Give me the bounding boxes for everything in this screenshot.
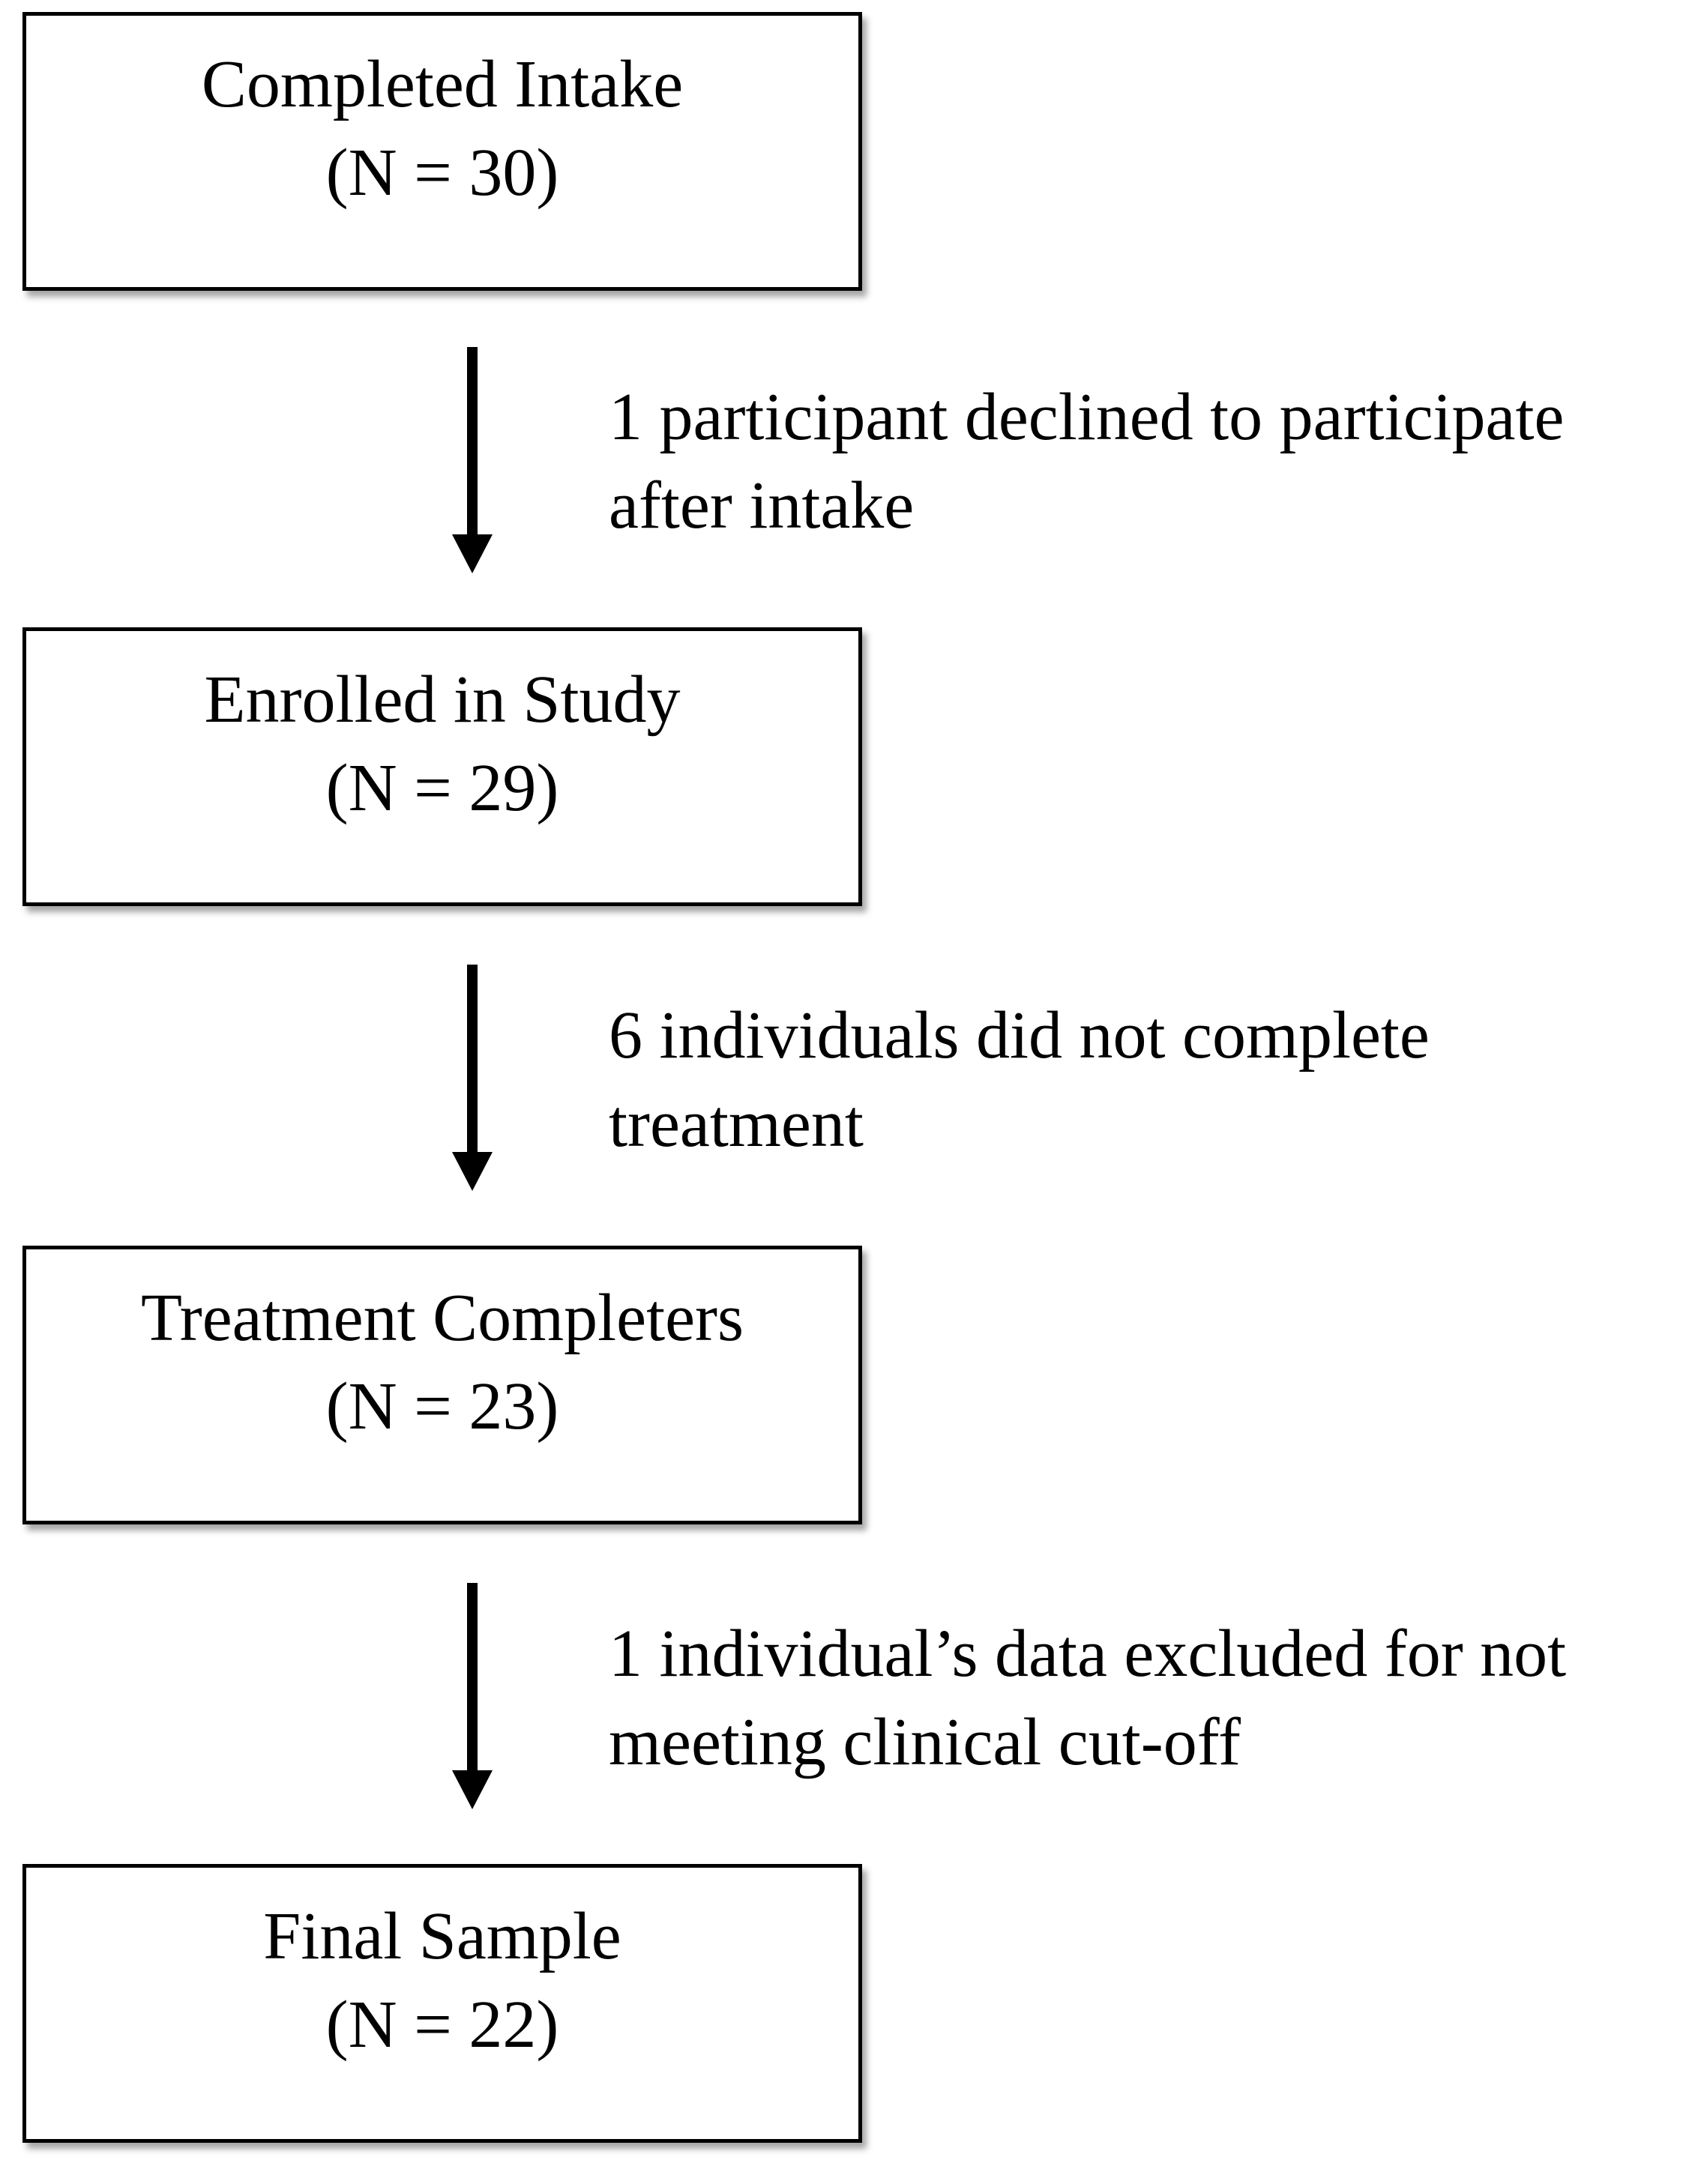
box-title: Enrolled in Study <box>204 663 681 737</box>
flow-note-declined: 1 participant declined to participate af… <box>609 373 1564 550</box>
box-count: (N = 23) <box>325 1369 559 1444</box>
note-line: treatment <box>609 1087 864 1161</box>
down-arrow <box>450 347 495 574</box>
flow-note-did-not-complete: 6 individuals did not complete treatment <box>609 992 1430 1168</box>
arrow-head-icon <box>452 1770 493 1809</box>
down-arrow <box>450 965 495 1192</box>
box-title: Final Sample <box>263 1899 621 1973</box>
note-line: after intake <box>609 468 915 543</box>
box-count: (N = 22) <box>325 1988 559 2062</box>
note-line: 6 individuals did not complete <box>609 998 1430 1073</box>
flow-box-final-sample: Final Sample (N = 22) <box>22 1864 862 2143</box>
flow-note-excluded: 1 individual’s data excluded for not mee… <box>609 1610 1566 1787</box>
note-line: meeting clinical cut-off <box>609 1705 1241 1779</box>
box-title: Completed Intake <box>201 47 684 121</box>
box-title: Treatment Completers <box>140 1281 744 1355</box>
down-arrow <box>450 1583 495 1810</box>
box-count: (N = 30) <box>325 136 559 210</box>
note-line: 1 individual’s data excluded for not <box>609 1617 1567 1691</box>
arrow-head-icon <box>452 534 493 573</box>
note-line: 1 participant declined to participate <box>609 380 1565 454</box>
flow-box-treatment-completers: Treatment Completers (N = 23) <box>22 1246 862 1524</box>
arrow-head-icon <box>452 1152 493 1191</box>
flow-box-completed-intake: Completed Intake (N = 30) <box>22 12 862 291</box>
flow-box-enrolled: Enrolled in Study (N = 29) <box>22 627 862 906</box>
box-count: (N = 29) <box>325 751 559 825</box>
